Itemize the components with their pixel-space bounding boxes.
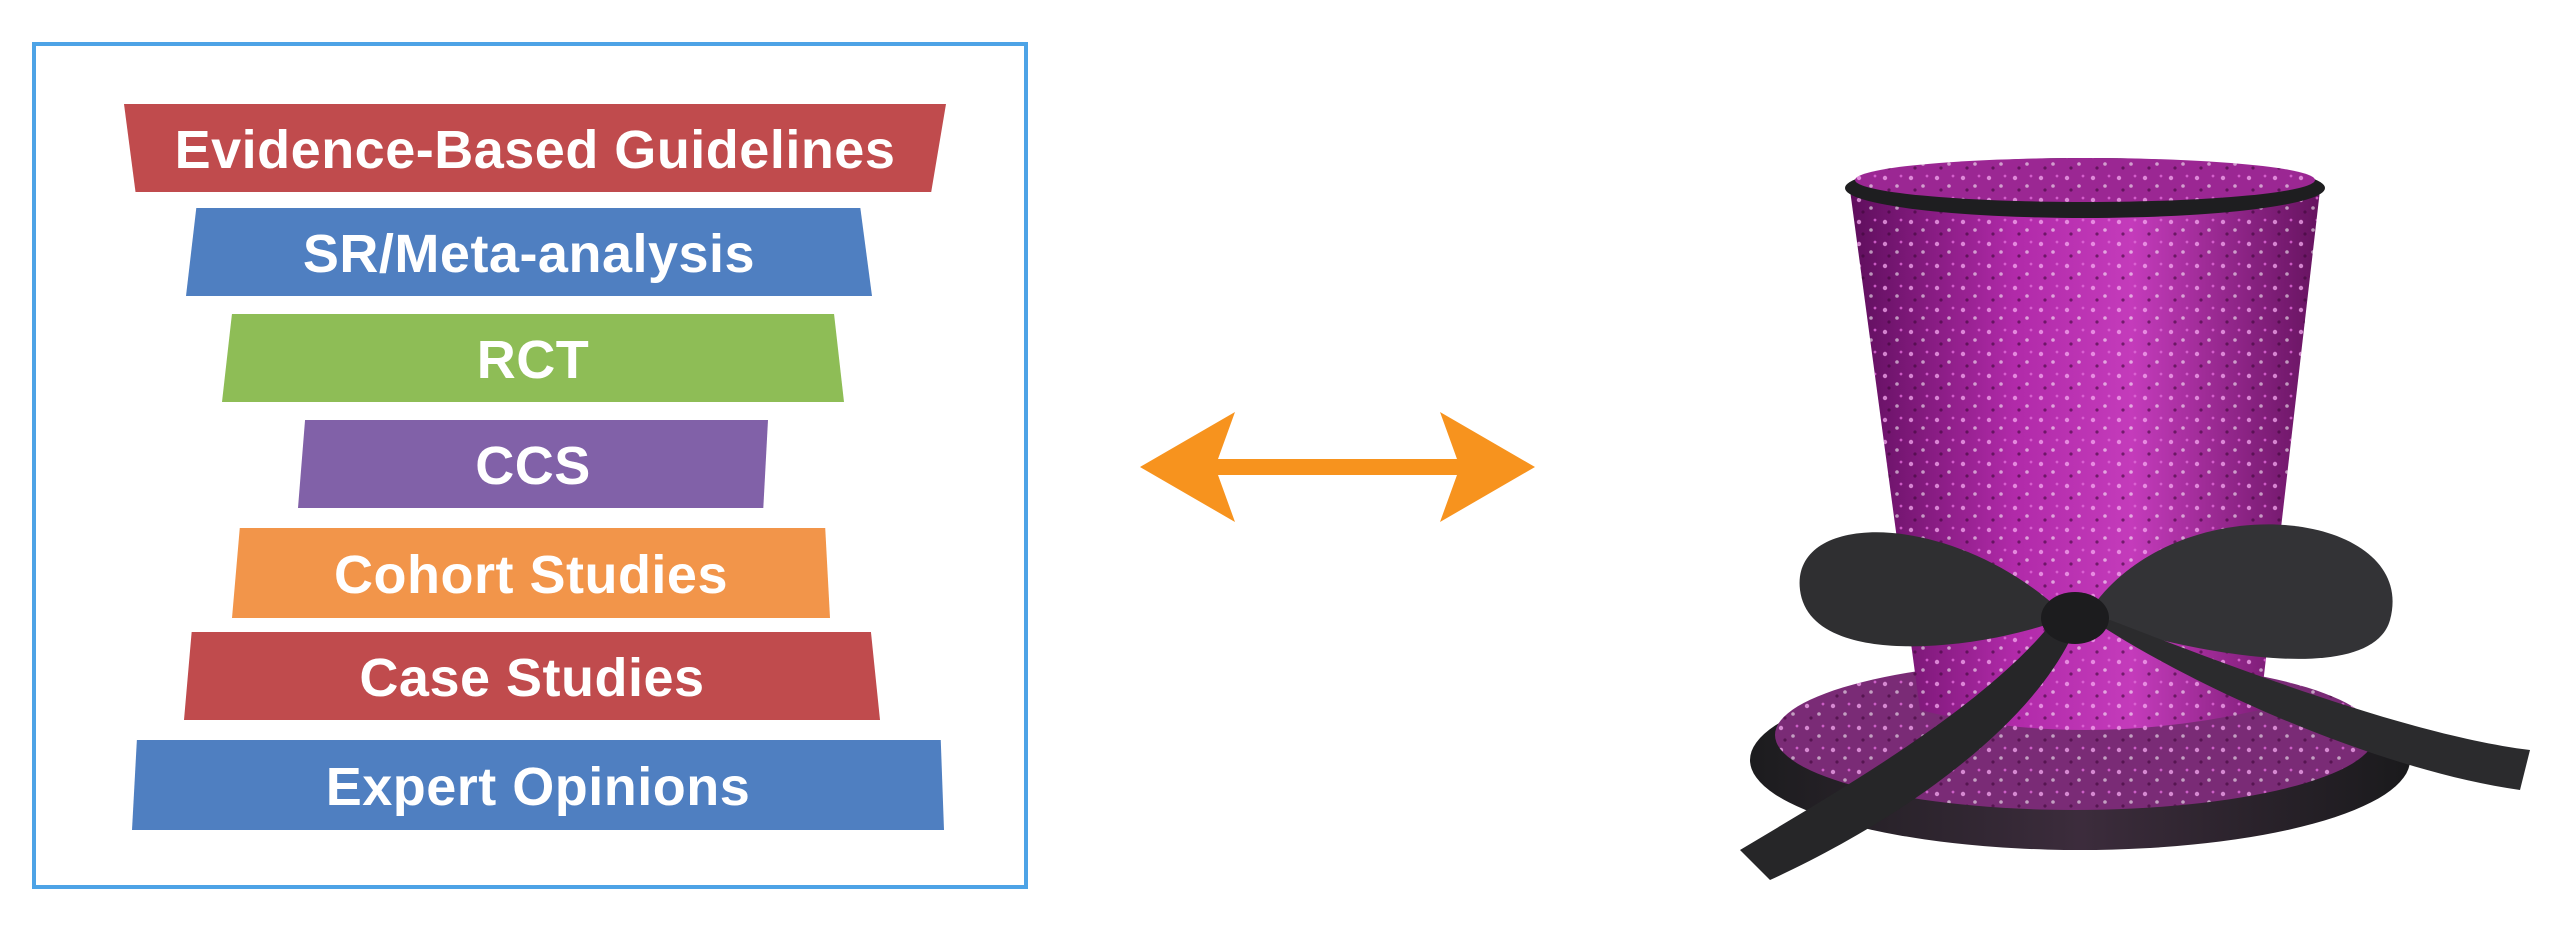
tier-sr-meta-analysis: SR/Meta-analysis [186,208,872,296]
tier-label: Case Studies [359,648,705,708]
tier-label: Cohort Studies [334,545,728,605]
tier-label: Evidence-Based Guidelines [174,120,896,180]
tier-cohort-studies: Cohort Studies [232,528,830,618]
tier-case-studies: Case Studies [184,632,880,720]
tier-expert-opinions: Expert Opinions [132,740,944,830]
double-headed-arrow-icon [1140,412,1535,522]
tier-label: CCS [475,436,591,496]
tier-ccs: CCS [298,420,768,508]
tier-evidence-based-guidelines: Evidence-Based Guidelines [124,104,946,192]
top-hat-image [1740,158,2530,880]
tier-rct: RCT [222,314,844,402]
tier-label: RCT [476,330,590,390]
tier-label: Expert Opinions [325,757,751,817]
tier-label: SR/Meta-analysis [302,224,756,284]
